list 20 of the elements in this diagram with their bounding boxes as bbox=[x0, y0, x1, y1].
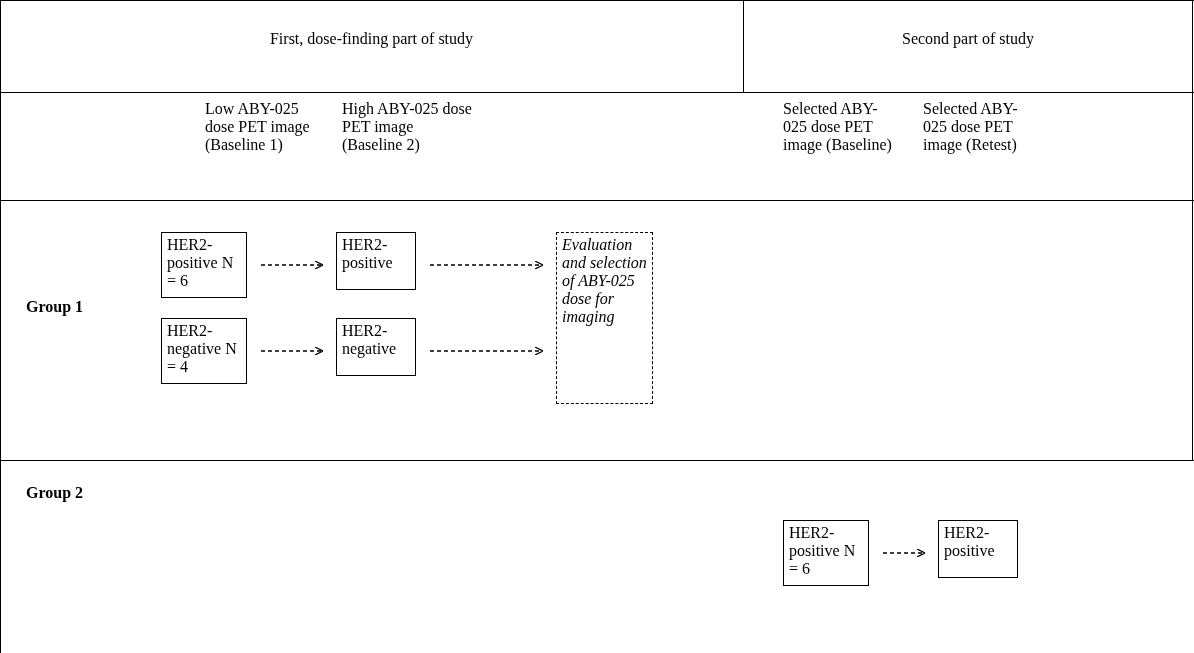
header-cell: Second part of study bbox=[902, 30, 1034, 48]
column-heading: High ABY-025 dose PET image (Baseline 2) bbox=[342, 100, 472, 154]
process-box: HER2- negative N = 4 bbox=[161, 318, 247, 384]
note-box: Evaluation and selection of ABY-025 dose for imaging bbox=[556, 232, 653, 404]
dashed-arrow bbox=[260, 260, 324, 270]
row-heading: Group 2 bbox=[26, 484, 85, 502]
process-box: HER2- positive bbox=[938, 520, 1018, 578]
process-box: HER2- positive N = 6 bbox=[783, 520, 869, 586]
dashed-arrow bbox=[429, 260, 544, 270]
process-box: HER2- positive bbox=[336, 232, 416, 290]
dashed-arrow bbox=[429, 346, 544, 356]
process-box: HER2- positive N = 6 bbox=[161, 232, 247, 298]
dashed-arrow bbox=[882, 548, 926, 558]
row-heading: Group 1 bbox=[26, 298, 85, 316]
column-heading: Low ABY-025 dose PET image (Baseline 1) bbox=[205, 100, 311, 154]
column-heading: Selected ABY-025 dose PET image (Retest) bbox=[923, 100, 1019, 154]
header-cell: First, dose-finding part of study bbox=[269, 30, 474, 48]
column-heading: Selected ABY-025 dose PET image (Baseline) bbox=[783, 100, 893, 154]
process-box: HER2- negative bbox=[336, 318, 416, 376]
dashed-arrow bbox=[260, 346, 324, 356]
